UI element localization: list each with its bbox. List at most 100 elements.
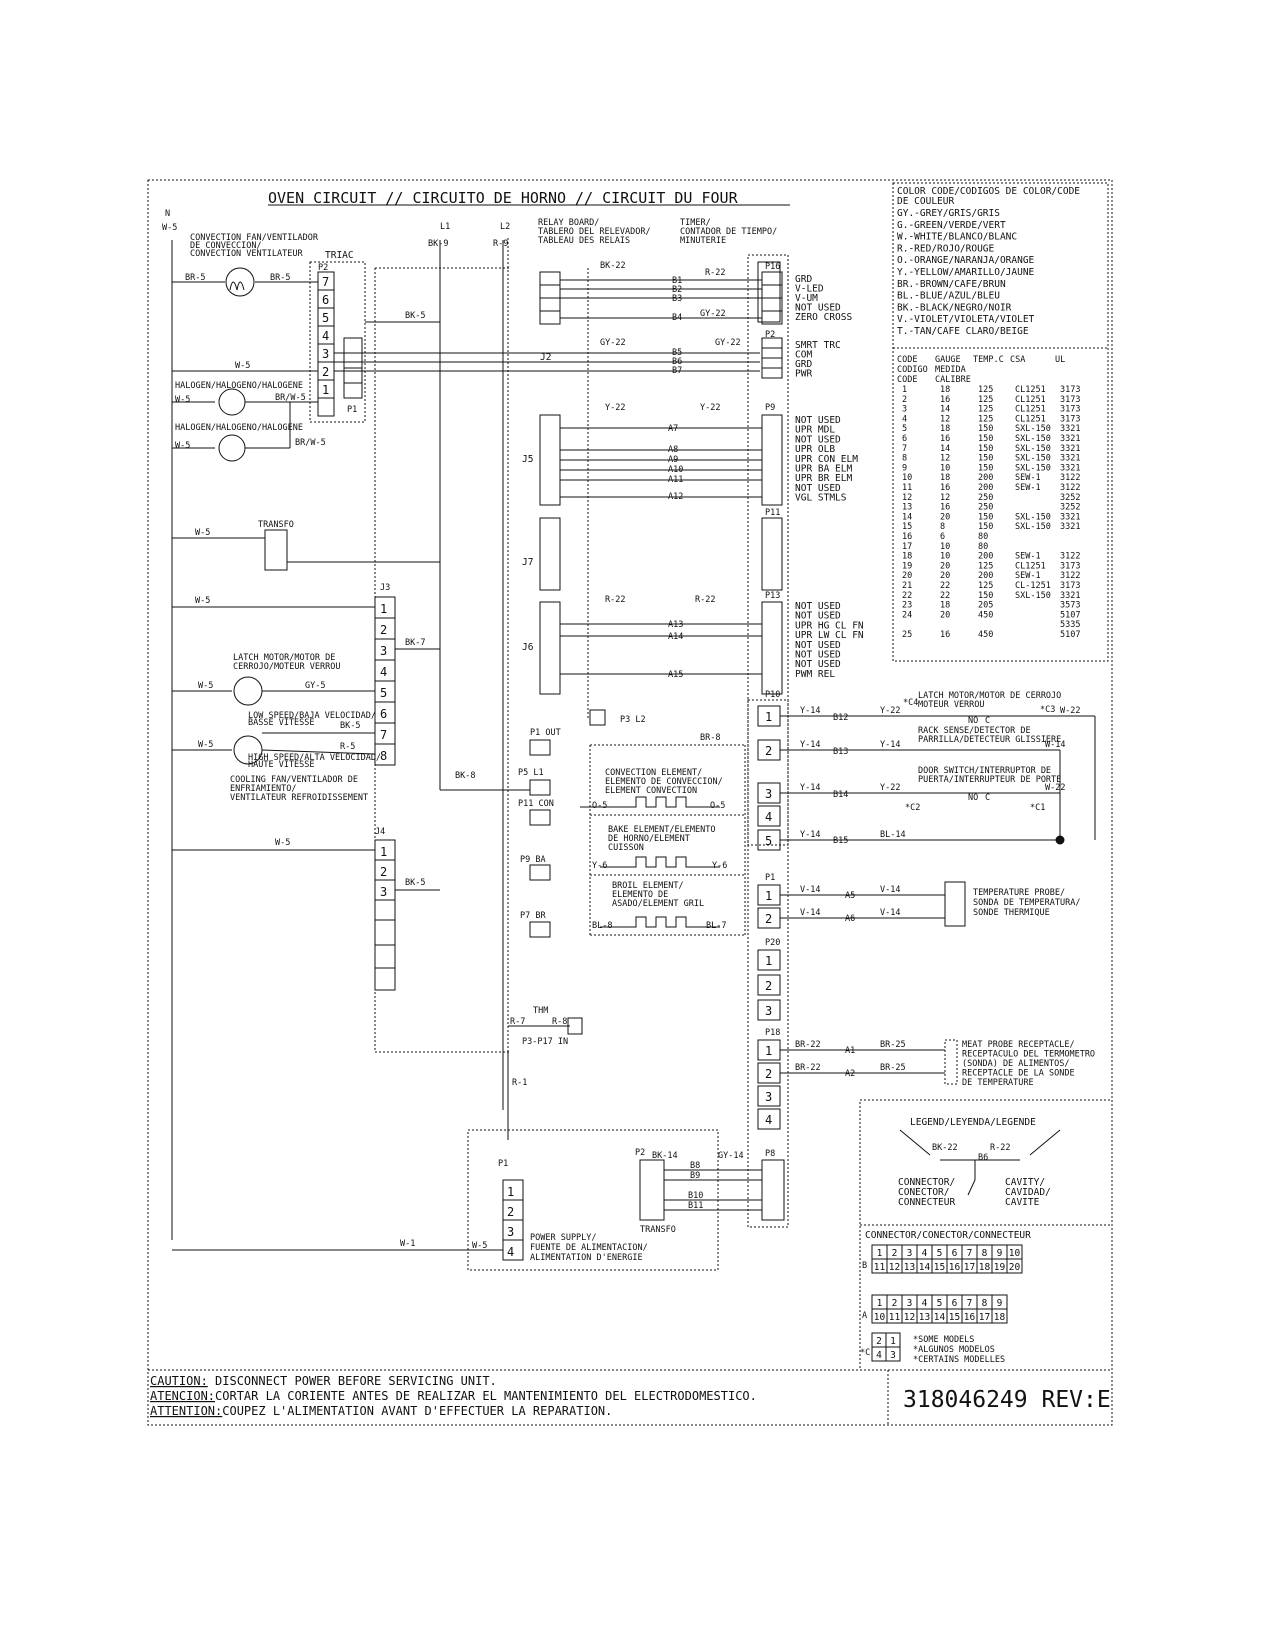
low-speed-label: BASSE VITESSE [248,718,315,728]
wire-label: BK-5 [340,721,360,731]
gauge-table-cell: 23 [902,601,912,611]
convection-fan-label: CONVECTION VENTILATEUR [190,249,303,259]
j3-pin-number: 8 [380,749,387,763]
gauge-table-cell: 450 [978,630,993,640]
meat-probe-label: DE TEMPERATURE [962,1078,1034,1088]
power-transfo-label: TRANSFO [640,1225,676,1235]
wire-label: W-1 [400,1239,415,1249]
connector-a-number: 15 [949,1312,960,1323]
connector-a-number: 4 [922,1298,928,1309]
p13-pin-label: UPR LW CL FN [795,630,864,641]
p8-label: P8 [765,1149,775,1159]
power-pin-number: 3 [507,1225,514,1239]
wire-label: Y-14 [800,783,820,793]
connector-c-label: *C [860,1348,870,1358]
power-pin-number: 4 [507,1245,514,1259]
wire-code-label: B1 [672,276,682,286]
connector-b-number: 19 [994,1262,1006,1273]
wire-code-label: B9 [690,1171,700,1181]
connector-a-number: 10 [874,1312,886,1323]
connector-a-label: A [862,1311,867,1321]
connector-c-number: 4 [876,1350,882,1361]
p13-label: P13 [765,591,780,601]
gauge-table-cell: 150 [978,522,993,532]
wire-label: Y-6 [592,861,607,871]
wire-code-label: A2 [845,1069,855,1079]
color-code-header: COLOR CODE/CODIGOS DE COLOR/CODE [897,186,1080,197]
p13-pin-label: NOT USED [795,611,841,622]
caution-text: DISCONNECT POWER BEFORE SERVICING UNIT. [208,1374,497,1388]
convection-fan-label: CONVECTION FAN/VENTILADOR [190,233,319,243]
wire-label: W-5 [198,740,213,750]
j4-pin-number: 2 [380,865,387,879]
gauge-table-cell: 3122 [1060,473,1080,483]
gauge-table-cell: 12 [902,493,912,503]
halogen-lamp-label: HALOGEN/HALOGENO/HALOGENE [175,423,303,433]
wire-label: W-5 [195,528,210,538]
triac-pin-number: 6 [322,293,329,307]
power-supply-label: FUENTE DE ALIMENTACION/ [530,1243,648,1253]
gauge-table-cell: 17 [902,542,912,552]
wire-label: V-14 [800,908,820,918]
gauge-table-cell: 200 [978,483,993,493]
connector-b-cell [1006,1258,1023,1274]
gauge-table-cell: 10 [940,463,950,473]
wire-code-label: B6 [672,357,682,367]
caution-line: ATTENTION:COUPEZ L'ALIMENTATION AVANT D'… [150,1404,612,1418]
p10-label: P10 [765,690,780,700]
p16-pin-label: V-UM [795,293,818,304]
low-speed-label: LOW SPEED/BAJA VELOCIDAD/ [248,711,376,721]
color-code-entry: GY.-GREY/GRIS/GRIS [897,208,1000,219]
wire-label: BK-7 [405,638,425,648]
gauge-table-cell: 25 [902,630,912,640]
gauge-table-cell: 20 [902,571,912,581]
j3-pin-number: 4 [380,665,387,679]
wire-label: W-5 [175,441,190,451]
gauge-table-cell: 150 [978,591,993,601]
connector-a-number: 18 [994,1312,1006,1323]
connector-c-number: 3 [890,1350,896,1361]
wire-label: BK-9 [428,239,448,249]
wire-code-label: B4 [672,313,682,323]
gauge-table-cell: 3173 [1060,561,1080,571]
p1-label: P1 [765,873,775,883]
p20-pin-number: 3 [765,1004,772,1018]
gauge-table-cell: 5107 [1060,610,1080,620]
wire-label: R-22 [695,595,715,605]
gauge-table-cell: SEW-1 [1015,571,1041,581]
wire-label: W-5 [198,681,213,691]
p18-label: P18 [765,1028,780,1038]
p5-l1-label: P5 L1 [518,768,544,778]
wire-label: R-9 [493,239,508,249]
p10-pin-number: 5 [765,834,772,848]
wire-code-label: B10 [688,1191,703,1201]
switch-c-label: C [985,716,990,726]
p9-pin-label: NOT USED [795,483,841,494]
gauge-table-cell: 8 [902,454,907,464]
p10-pin-number: 4 [765,810,772,824]
p16-pin-label: GRD [795,274,812,285]
wire-label: W-5 [235,361,250,371]
convection-element-label: ELEMENT CONVECTION [605,786,697,796]
bake-element-label: CUISSON [608,843,644,853]
connector-c3-label: *C3 [1040,705,1055,715]
connector-a-number: 17 [979,1312,990,1323]
gauge-table-cell: 14 [940,405,950,415]
gauge-table-cell: 5 [902,424,907,434]
timer-label: MINUTERIE [680,236,726,246]
p1-pin-number: 1 [765,889,772,903]
p9-pin-label: NOT USED [795,415,841,426]
p18-pin-number: 3 [765,1090,772,1104]
gauge-table-cell: 3573 [1060,601,1080,611]
gauge-table-cell: 150 [978,444,993,454]
gauge-table-cell: 18 [940,473,950,483]
wire-label: V-14 [880,885,900,895]
connector-b-number: 10 [1009,1248,1021,1259]
p2-pin-label: COM [795,350,812,361]
gauge-table-cell: SEW-1 [1015,552,1041,562]
power-pin-number: 2 [507,1205,514,1219]
gauge-table-cell: 18 [940,385,950,395]
caution-text: CORTAR LA CORIENTE ANTES DE REALIZAR EL … [215,1389,757,1403]
connector-c4-label: *C4 [903,698,918,708]
gauge-table-cell: 3321 [1060,434,1080,444]
